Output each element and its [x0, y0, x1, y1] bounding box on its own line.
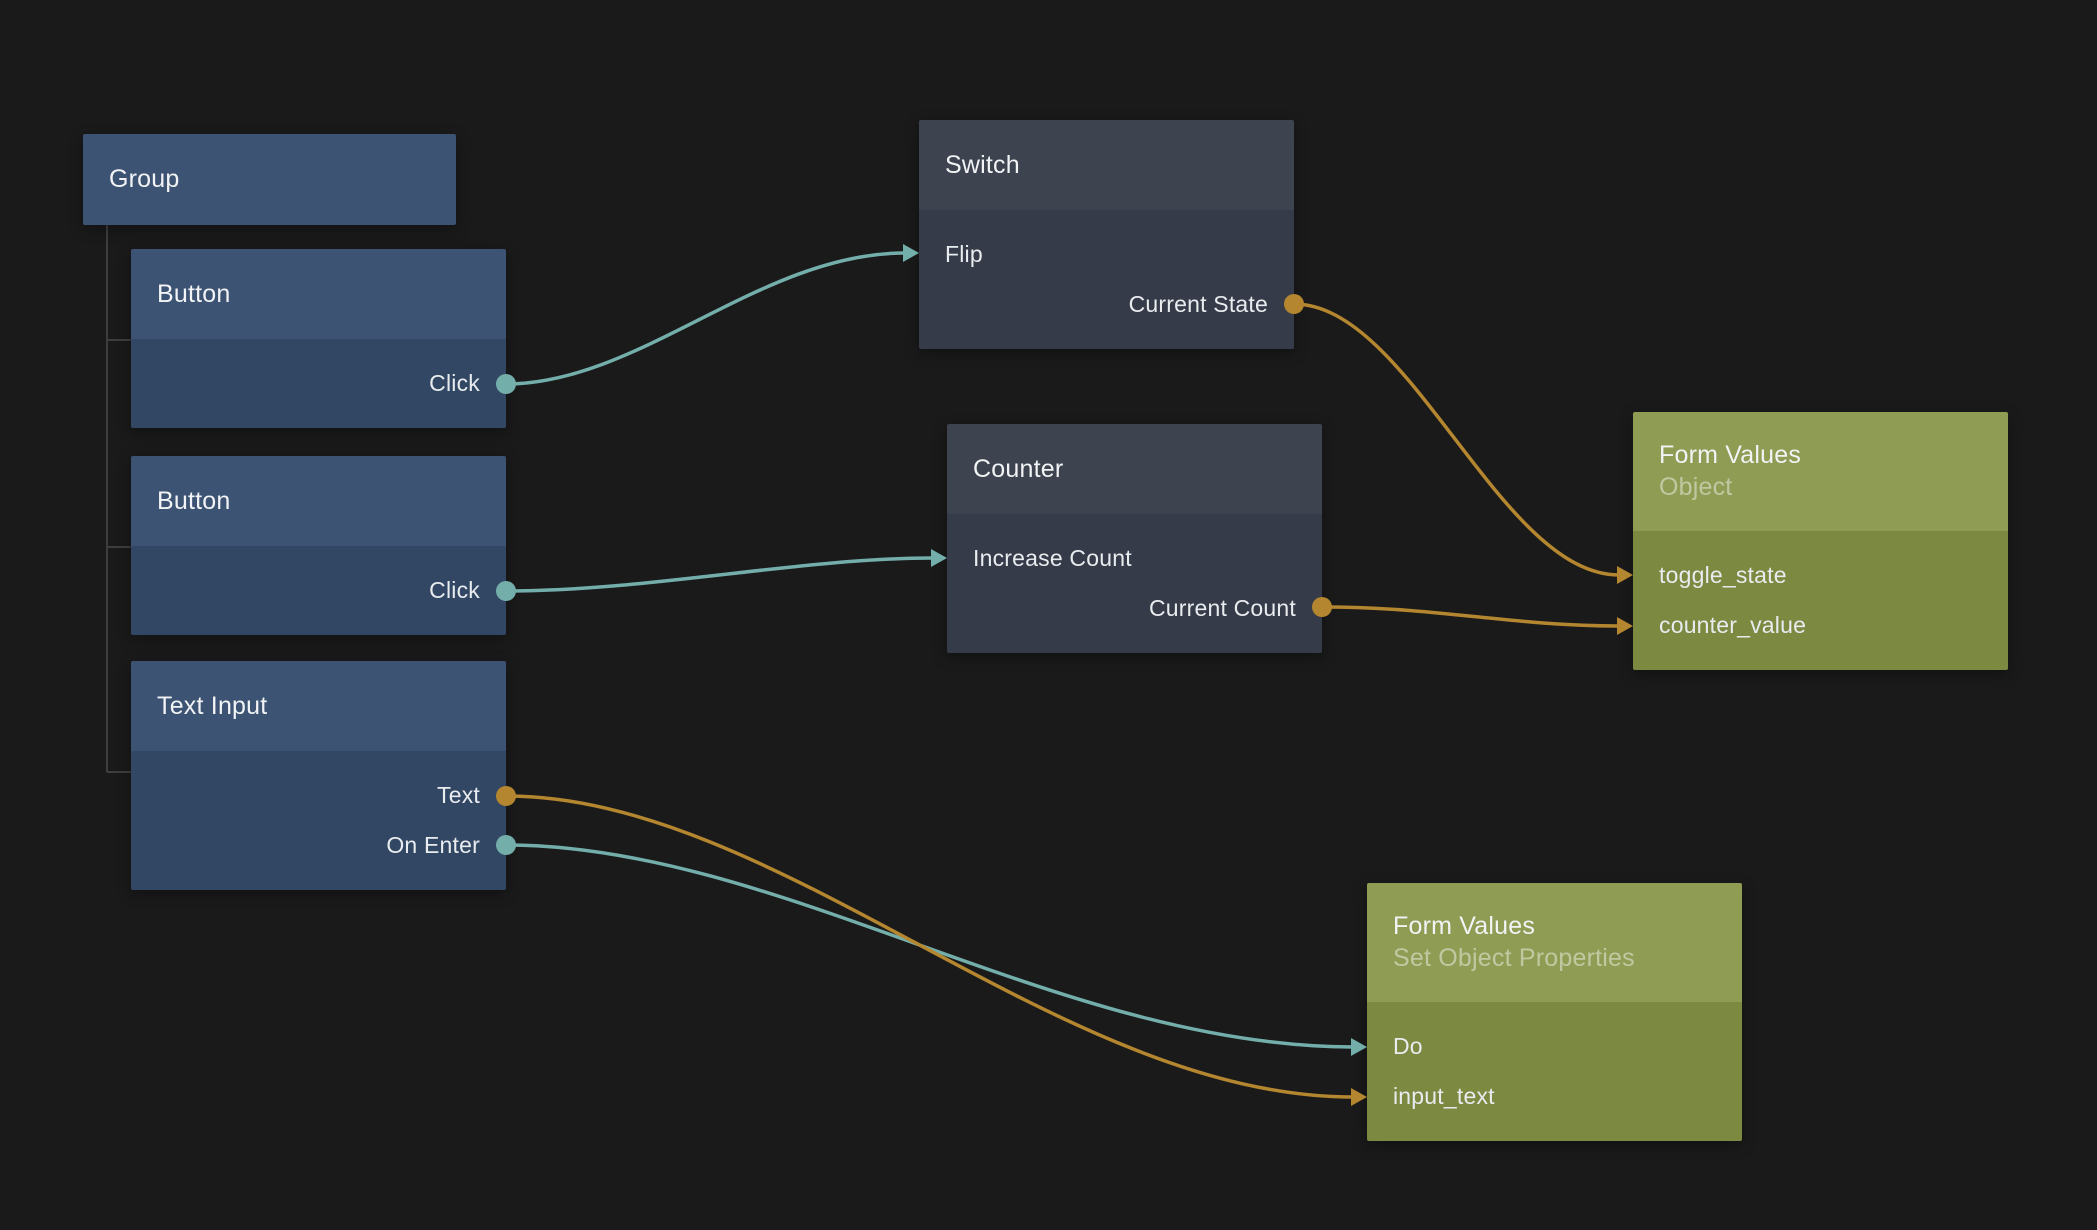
port-row-toggle-state: toggle_state: [1633, 550, 2008, 600]
port-row-text: Text: [131, 770, 506, 820]
node-title: Text Input: [157, 691, 268, 720]
node-title: Form Values: [1659, 441, 1802, 469]
node-title: Counter: [973, 454, 1064, 483]
port-label-toggle-state: toggle_state: [1659, 561, 1787, 588]
node-group[interactable]: Group: [83, 134, 456, 225]
node-body: Do input_text: [1367, 1002, 1742, 1141]
port-row-current-count: Current Count: [947, 583, 1322, 633]
node-title: Button: [157, 279, 231, 308]
input-port-input-text-arrow-icon[interactable]: [1351, 1088, 1367, 1106]
node-body: Flip Current State: [919, 210, 1294, 349]
port-row-increase-count: Increase Count: [947, 533, 1322, 583]
node-button-2[interactable]: Button Click: [131, 456, 506, 635]
port-label-text: Text: [437, 781, 480, 808]
input-port-increase-count-arrow-icon[interactable]: [931, 549, 947, 567]
node-title: Form Values: [1393, 912, 1536, 940]
port-label-click: Click: [429, 369, 480, 396]
port-label-current-count: Current Count: [1148, 594, 1296, 621]
node-title: Switch: [945, 150, 1020, 179]
node-body: Click: [131, 339, 506, 428]
port-row-click: Click: [131, 565, 506, 615]
wire-text-input-text-to-input-text[interactable]: [504, 794, 1355, 1099]
node-form-values-set-object-properties[interactable]: Form Values Set Object Properties Do inp…: [1367, 883, 1742, 1141]
node-header[interactable]: Form Values Object: [1633, 412, 2008, 531]
port-row-click: Click: [131, 358, 506, 408]
wire-counter-current-count-to-counter-value[interactable]: [1320, 605, 1621, 628]
port-row-counter-value: counter_value: [1633, 600, 2008, 650]
port-row-flip: Flip: [919, 229, 1294, 279]
node-header[interactable]: Switch: [919, 120, 1294, 210]
port-row-on-enter: On Enter: [131, 820, 506, 870]
input-port-toggle-state-arrow-icon[interactable]: [1617, 566, 1633, 584]
port-row-current-state: Current State: [919, 279, 1294, 329]
input-port-do-arrow-icon[interactable]: [1351, 1038, 1367, 1056]
node-header[interactable]: Button: [131, 249, 506, 339]
port-label-counter-value: counter_value: [1659, 611, 1807, 638]
node-body: Text On Enter: [131, 751, 506, 890]
node-text-input[interactable]: Text Input Text On Enter: [131, 661, 506, 890]
port-row-do: Do: [1367, 1021, 1742, 1071]
node-body: Increase Count Current Count: [947, 514, 1322, 653]
node-header[interactable]: Counter: [947, 424, 1322, 514]
node-body: Click: [131, 546, 506, 635]
wire-switch-current-state-to-toggle-state[interactable]: [1292, 302, 1621, 577]
node-counter[interactable]: Counter Increase Count Current Count: [947, 424, 1322, 653]
node-button-1[interactable]: Button Click: [131, 249, 506, 428]
node-body: toggle_state counter_value: [1633, 531, 2008, 670]
node-switch[interactable]: Switch Flip Current State: [919, 120, 1294, 349]
port-label-click: Click: [429, 576, 480, 603]
node-title: Group: [109, 165, 180, 193]
wire-button2-click-to-counter-increase-count[interactable]: [504, 556, 935, 593]
port-label-current-state: Current State: [1128, 290, 1268, 317]
port-row-input-text: input_text: [1367, 1071, 1742, 1121]
node-header[interactable]: Text Input: [131, 661, 506, 751]
node-header[interactable]: Form Values Set Object Properties: [1367, 883, 1742, 1002]
port-label-flip: Flip: [945, 240, 983, 267]
node-form-values-object[interactable]: Form Values Object toggle_state counter_…: [1633, 412, 2008, 670]
port-label-input-text: input_text: [1393, 1082, 1495, 1109]
input-port-counter-value-arrow-icon[interactable]: [1617, 617, 1633, 635]
port-label-increase-count: Increase Count: [973, 544, 1132, 571]
port-label-on-enter: On Enter: [386, 831, 480, 858]
wire-button1-click-to-switch-flip[interactable]: [504, 251, 907, 386]
node-header[interactable]: Button: [131, 456, 506, 546]
node-subtitle: Set Object Properties: [1393, 944, 1635, 972]
port-label-do: Do: [1393, 1032, 1423, 1059]
node-title: Button: [157, 486, 231, 515]
wire-text-input-on-enter-to-do[interactable]: [504, 843, 1355, 1049]
node-subtitle: Object: [1659, 473, 1733, 501]
input-port-flip-arrow-icon[interactable]: [903, 244, 919, 262]
